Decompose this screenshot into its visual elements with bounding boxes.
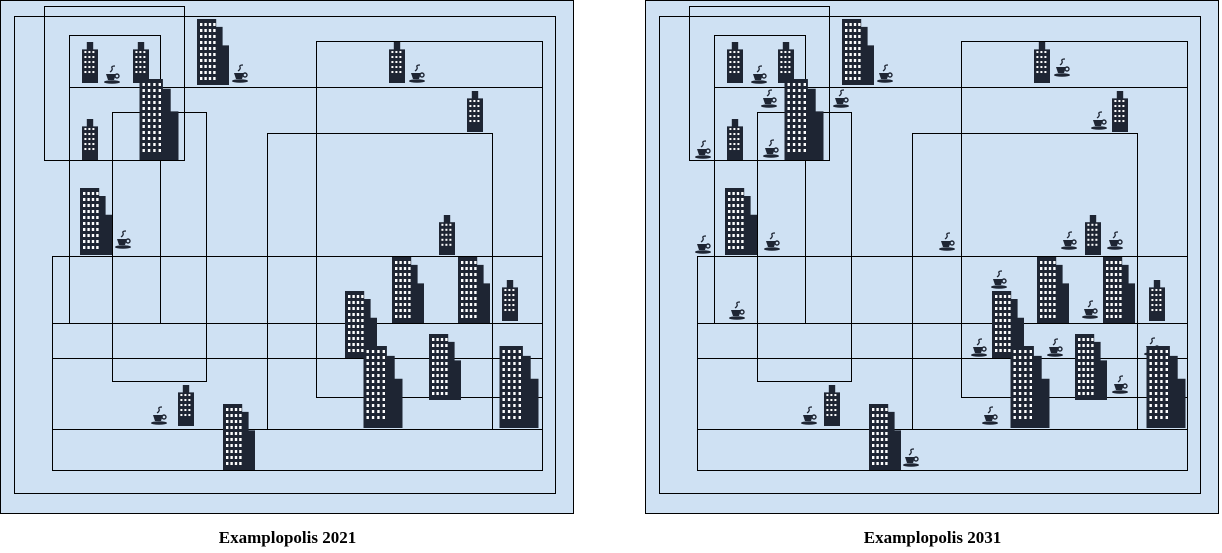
coffee-cup-icon — [877, 64, 893, 83]
district-boundary — [52, 256, 543, 471]
coffee-cup-icon — [939, 232, 955, 251]
city-map-2021 — [0, 0, 574, 514]
coffee-cup-icon — [751, 65, 767, 84]
office-building-icon — [778, 42, 794, 83]
city-map-2031 — [645, 0, 1219, 514]
office-building-icon — [1075, 334, 1107, 400]
coffee-cup-icon — [982, 406, 998, 425]
office-building-icon — [824, 385, 840, 426]
office-building-icon — [363, 346, 403, 428]
coffee-cup-icon — [763, 139, 779, 158]
office-building-icon — [439, 215, 455, 255]
office-building-icon — [727, 42, 743, 83]
coffee-cup-icon — [1112, 375, 1128, 394]
coffee-cup-icon — [1054, 58, 1070, 77]
office-building-icon — [133, 42, 149, 83]
district-boundary — [697, 256, 1188, 471]
office-building-icon — [992, 291, 1024, 358]
coffee-cup-icon — [971, 338, 987, 357]
coffee-cup-icon — [695, 235, 711, 254]
office-building-icon — [345, 291, 377, 358]
office-building-icon — [1112, 91, 1128, 132]
coffee-cup-icon — [729, 301, 745, 320]
office-building-icon — [80, 188, 112, 255]
coffee-cup-icon — [1091, 111, 1107, 130]
coffee-cup-icon — [104, 65, 120, 84]
coffee-cup-icon — [409, 64, 425, 83]
office-building-icon — [389, 42, 405, 83]
office-building-icon — [82, 119, 98, 160]
coffee-cup-icon — [1047, 338, 1063, 357]
map-panel-2031: Examplopolis 2031 — [645, 0, 1220, 553]
office-building-icon — [1034, 42, 1050, 83]
office-building-icon — [727, 119, 743, 160]
district-boundary — [961, 41, 1188, 398]
office-building-icon — [842, 19, 874, 85]
district-boundary — [14, 16, 556, 494]
office-building-icon — [1085, 215, 1101, 255]
office-building-icon — [1103, 257, 1135, 323]
office-building-icon — [178, 385, 194, 426]
office-building-icon — [1037, 257, 1069, 323]
coffee-cup-icon — [833, 89, 849, 108]
coffee-cup-icon — [761, 89, 777, 108]
coffee-cup-icon — [1082, 300, 1098, 319]
coffee-cup-icon — [232, 64, 248, 83]
office-building-icon — [502, 280, 518, 321]
coffee-cup-icon — [801, 406, 817, 425]
district-boundaries — [659, 6, 1201, 494]
district-boundary — [44, 6, 185, 161]
coffee-cup-icon — [115, 230, 131, 249]
map-caption: Examplopolis 2031 — [863, 528, 1002, 547]
office-building-icon — [429, 334, 461, 400]
office-building-icon — [197, 19, 229, 85]
district-boundary — [689, 6, 830, 161]
coffee-cup-icon — [1061, 231, 1077, 250]
office-building-icon — [499, 346, 539, 428]
office-building-icon — [784, 79, 824, 160]
coffee-cup-icon — [151, 406, 167, 425]
district-boundary — [659, 16, 1201, 494]
map-caption: Examplopolis 2021 — [218, 528, 357, 547]
office-building-icon — [392, 257, 424, 323]
office-building-icon — [82, 42, 98, 83]
coffee-cup-icon — [903, 448, 919, 467]
office-building-icon — [725, 188, 757, 255]
office-building-icon — [1149, 280, 1165, 321]
coffee-cup-icon — [1107, 231, 1123, 250]
coffee-cup-icon — [695, 140, 711, 159]
office-building-icon — [467, 91, 483, 132]
coffee-cup-icon — [991, 270, 1007, 289]
office-building-icon — [1010, 346, 1050, 428]
office-building-icon — [1146, 346, 1186, 428]
office-building-icon — [223, 404, 255, 470]
coffee-cup-icon — [764, 232, 780, 251]
office-building-icon — [458, 257, 490, 323]
office-building-icon — [869, 404, 901, 470]
map-panel-2021: Examplopolis 2021 — [0, 0, 575, 553]
office-building-icon — [139, 79, 179, 160]
